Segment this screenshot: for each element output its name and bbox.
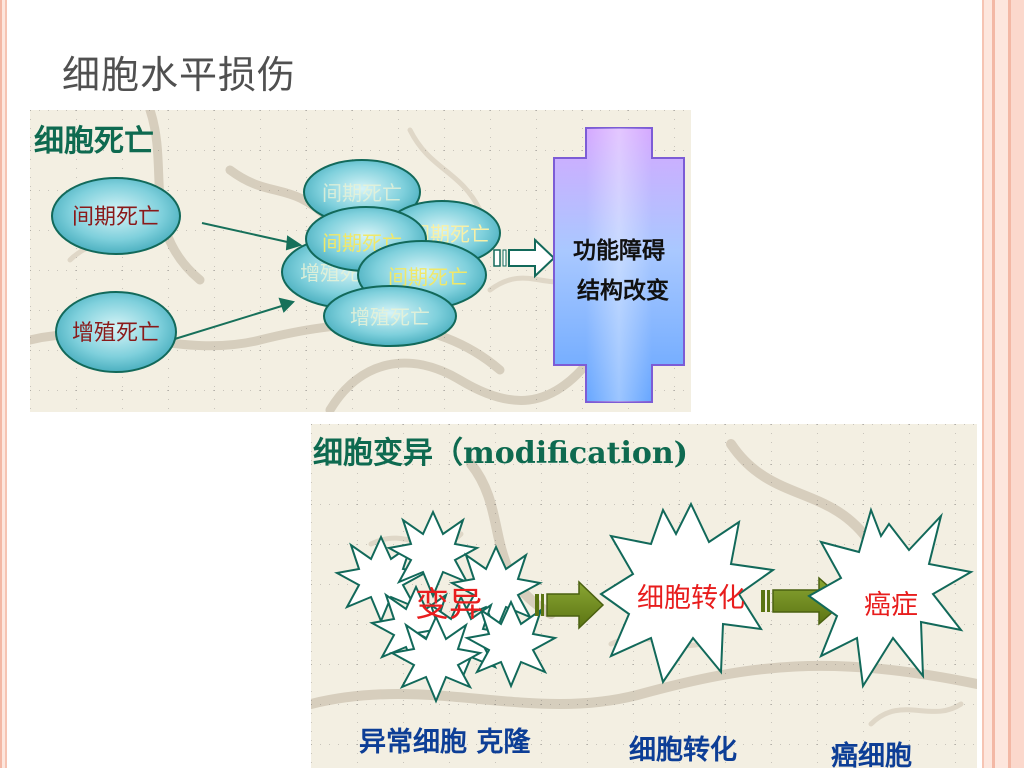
bottom-label-transformation: 细胞转化 <box>629 735 737 766</box>
stage2-label: 细胞转化 <box>637 583 745 614</box>
abnormal-cell-cluster: 变异 <box>334 509 558 704</box>
cluster-label-5: 间期死亡 <box>388 265 468 289</box>
result-line-1: 功能障碍 <box>573 237 665 264</box>
cluster-to-result-arrow <box>493 237 556 279</box>
slide-left-border <box>0 0 10 768</box>
bottom-label-clone: 异常细胞 克隆 <box>359 727 531 758</box>
result-pillar: 功能障碍 结构改变 <box>553 127 685 403</box>
stage1-to-stage2-arrow <box>535 580 605 630</box>
slide-right-border <box>978 0 1024 768</box>
bottom-label-cancer-cell: 癌细胞 <box>831 741 912 768</box>
cluster-label-1: 间期死亡 <box>322 181 402 205</box>
source-cell-proliferative: 增殖死亡 <box>55 291 177 373</box>
cell-modification-diagram: 变异 细胞转化 癌症 <box>311 424 977 768</box>
source-cell-interphase: 间期死亡 <box>51 177 181 255</box>
cell-death-diagram: 间期死亡 增殖死亡 间期死亡 间期死亡 增殖死亡 间期死亡 间期死亡 增殖死亡 <box>30 110 691 412</box>
stage3-label: 癌症 <box>864 590 918 621</box>
stage1-label: 变异 <box>415 585 483 625</box>
stage3-cancer-cell: 癌症 <box>807 506 974 689</box>
stage2-transformed-cell: 细胞转化 <box>599 501 776 685</box>
dead-cell-cluster: 间期死亡 间期死亡 增殖死亡 间期死亡 间期死亡 增殖死亡 <box>281 159 501 347</box>
cluster-label-6: 增殖死亡 <box>350 305 430 329</box>
cell-modification-heading: 细胞变异（modification) <box>313 436 688 471</box>
source-proliferative-label: 增殖死亡 <box>72 321 160 346</box>
result-line-2: 结构改变 <box>577 277 669 304</box>
source-interphase-label: 间期死亡 <box>72 205 160 230</box>
cell-death-panel: 间期死亡 增殖死亡 间期死亡 间期死亡 增殖死亡 间期死亡 间期死亡 增殖死亡 <box>30 110 691 412</box>
slide-title: 细胞水平损伤 <box>62 53 297 97</box>
cell-modification-panel: 变异 细胞转化 癌症 细胞变异（modification) 异常细胞 克隆 细胞… <box>311 424 977 768</box>
cell-death-heading: 细胞死亡 <box>34 124 154 159</box>
